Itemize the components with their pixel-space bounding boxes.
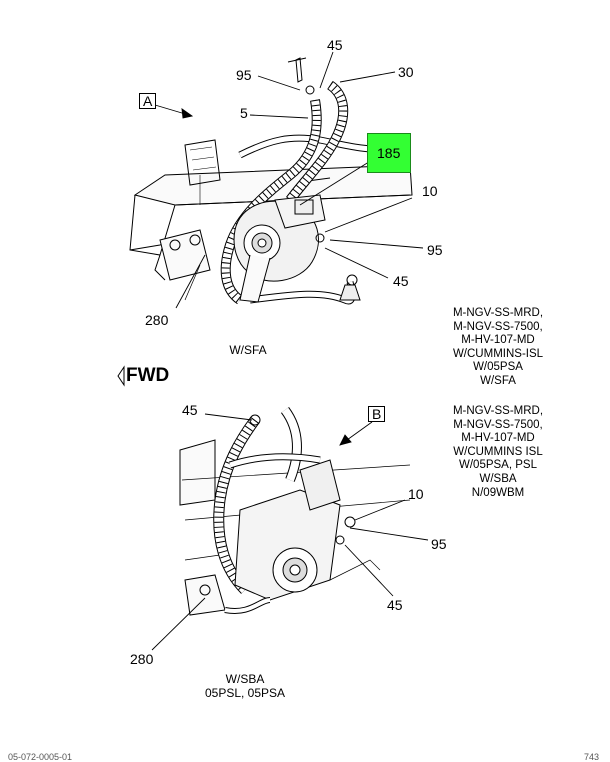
caption-line: 05PSL, 05PSA bbox=[204, 686, 286, 700]
note-line: M-NGV-SS-7500, bbox=[453, 418, 543, 431]
bottom-caption: W/SBA 05PSL, 05PSA bbox=[190, 672, 300, 700]
callout-95-bottom: 95 bbox=[431, 536, 447, 552]
top-leaders bbox=[154, 51, 424, 309]
callout-45-bottom-right: 45 bbox=[387, 597, 403, 613]
callout-280-bottom: 280 bbox=[130, 651, 154, 667]
callout-30: 30 bbox=[398, 64, 414, 80]
view-label-a: A bbox=[139, 93, 157, 109]
callout-45-bottom-top: 45 bbox=[182, 402, 198, 418]
bottom-view-drawing bbox=[179, 407, 411, 616]
callout-45-right: 45 bbox=[393, 273, 409, 289]
top-view-drawing bbox=[129, 57, 413, 305]
note-line: W/SFA bbox=[480, 374, 516, 387]
note-line: M-HV-107-MD bbox=[461, 432, 535, 445]
fwd-arrow-icon bbox=[117, 365, 125, 387]
callout-5: 5 bbox=[240, 105, 248, 121]
note-line: W/SBA bbox=[479, 472, 517, 485]
bottom-applicability-note: M-NGV-SS-MRD, M-NGV-SS-7500, M-HV-107-MD… bbox=[428, 405, 568, 500]
footer-doc-number: 05-072-0005-01 bbox=[8, 752, 73, 762]
callout-185-highlight: 185 bbox=[367, 133, 411, 173]
note-line: W/CUMMINS ISL bbox=[453, 445, 543, 458]
footer-page-number: 743 bbox=[584, 752, 600, 762]
bottom-leaders bbox=[151, 413, 429, 651]
callout-95-right: 95 bbox=[427, 242, 443, 258]
note-line: M-NGV-SS-MRD, bbox=[452, 307, 544, 319]
note-line: M-NGV-SS-MRD, bbox=[452, 405, 544, 417]
callout-10-bottom: 10 bbox=[408, 486, 424, 502]
caption-line: W/SBA bbox=[225, 672, 265, 686]
note-line: W/05PSA bbox=[473, 361, 523, 374]
callout-185: 185 bbox=[377, 145, 401, 161]
top-caption: W/SFA bbox=[229, 343, 267, 357]
callout-280-top: 280 bbox=[145, 312, 169, 328]
fwd-label: FWD bbox=[126, 365, 170, 386]
callout-45-top: 45 bbox=[327, 37, 343, 53]
view-label-b: B bbox=[368, 406, 386, 422]
note-line: M-NGV-SS-7500, bbox=[453, 320, 543, 333]
note-line: W/CUMMINS-ISL bbox=[452, 347, 544, 360]
note-line: N/09WBM bbox=[471, 486, 525, 499]
note-line: W/05PSA, PSL bbox=[459, 459, 537, 472]
note-line: M-HV-107-MD bbox=[461, 334, 535, 347]
callout-10-top: 10 bbox=[422, 183, 438, 199]
top-applicability-note: M-NGV-SS-MRD, M-NGV-SS-7500, M-HV-107-MD… bbox=[428, 307, 568, 389]
callout-95-top: 95 bbox=[236, 67, 252, 83]
